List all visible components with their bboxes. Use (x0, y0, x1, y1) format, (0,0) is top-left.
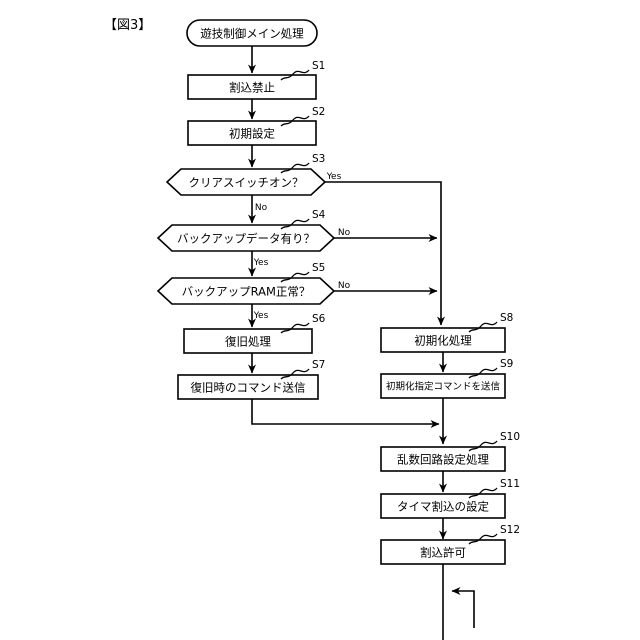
leader-line-s7 (280, 368, 310, 380)
node-s5[interactable] (156, 277, 336, 305)
connector-loop-back (451, 587, 475, 628)
edge-label-s3-no: No (254, 203, 268, 213)
figure-title: 【図3】 (104, 18, 152, 33)
leader-line-s5 (280, 271, 310, 283)
node-s1[interactable] (187, 74, 317, 100)
edge-label-s3-yes: Yes (326, 172, 342, 182)
step-number-s10: S10 (500, 431, 521, 443)
step-number-s2: S2 (312, 106, 326, 118)
node-s2[interactable] (187, 120, 317, 146)
edge-label-s5-yes: Yes (253, 311, 269, 321)
step-number-s7: S7 (312, 359, 326, 371)
leader-line-s10 (468, 440, 498, 452)
leader-line-s4 (280, 218, 310, 230)
leader-line-s3 (280, 162, 310, 174)
node-start[interactable] (186, 19, 318, 47)
step-number-s9: S9 (500, 358, 514, 370)
leader-line-s12 (468, 533, 498, 545)
connector-s7-merge (251, 399, 440, 428)
leader-line-s8 (468, 321, 498, 333)
step-number-s6: S6 (312, 313, 326, 325)
node-s10[interactable] (380, 446, 506, 472)
node-s8[interactable] (380, 327, 506, 353)
leader-line-s2 (280, 115, 310, 127)
step-number-s3: S3 (312, 153, 326, 165)
leader-line-s9 (468, 367, 498, 379)
step-number-s8: S8 (500, 312, 514, 324)
node-s9[interactable] (380, 373, 506, 399)
node-s7[interactable] (177, 374, 319, 400)
edge-label-s4-yes: Yes (253, 258, 269, 268)
node-s4[interactable] (156, 224, 336, 252)
node-s3[interactable] (165, 168, 327, 196)
connector-layer (248, 46, 475, 640)
leader-layer (280, 69, 498, 545)
edge-label-s4-no: No (337, 228, 351, 238)
leader-line-s6 (280, 322, 310, 334)
connector-s3-yes-right (325, 181, 445, 326)
leader-line-s1 (280, 69, 310, 81)
step-number-s11: S11 (500, 478, 521, 490)
edge-label-s5-no: No (337, 281, 351, 291)
step-number-s1: S1 (312, 60, 326, 72)
node-s12[interactable] (380, 539, 506, 565)
step-number-s5: S5 (312, 262, 326, 274)
node-s6[interactable] (183, 328, 313, 354)
step-number-s12: S12 (500, 524, 521, 536)
leader-line-s11 (468, 487, 498, 499)
step-number-s4: S4 (312, 209, 326, 221)
node-s11[interactable] (380, 493, 506, 519)
shape-layer (156, 19, 506, 565)
